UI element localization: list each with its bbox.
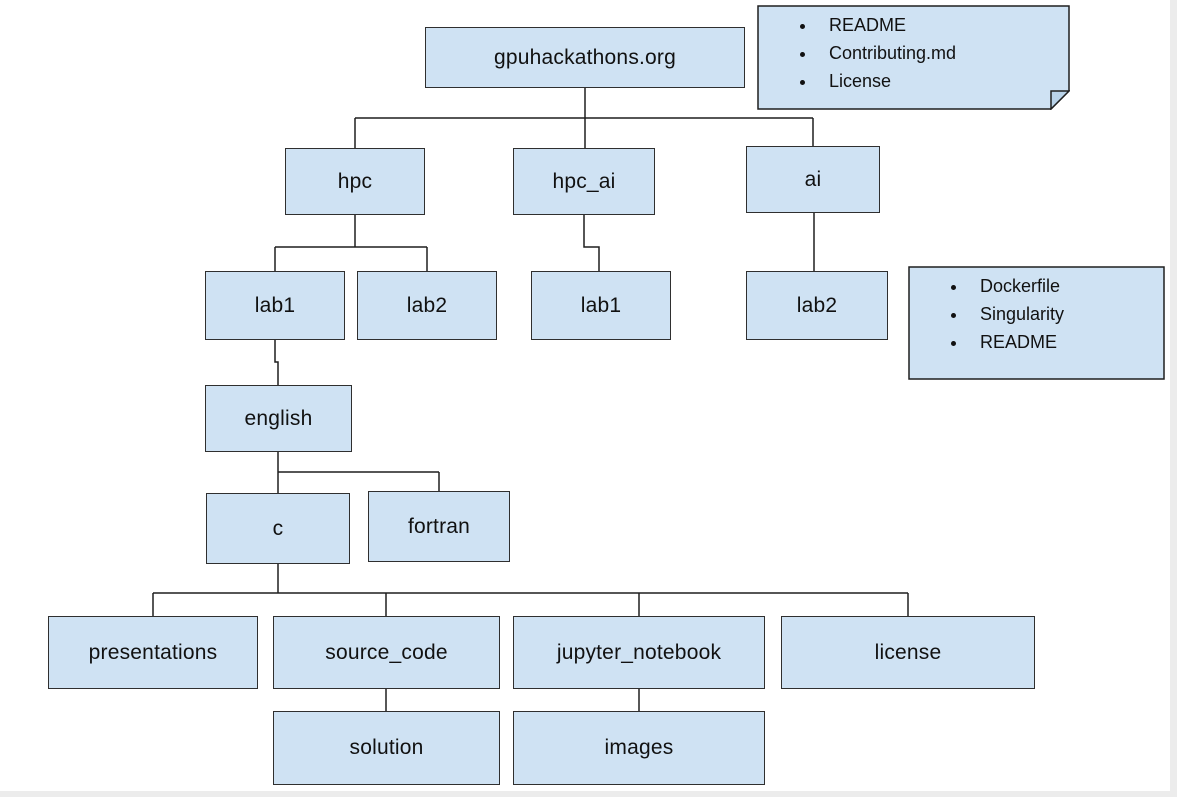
node-label: english	[244, 406, 313, 430]
node-label: presentations	[88, 640, 218, 664]
node-label: solution	[349, 736, 424, 759]
node-license: license	[781, 616, 1035, 689]
node-hpc-ai-lab1: lab1	[531, 271, 671, 340]
node-solution: solution	[273, 711, 500, 785]
note-item: Singularity	[968, 304, 1159, 325]
note-list: README Contributing.mdLicense	[757, 5, 1070, 92]
node-label: jupyter_notebook	[556, 640, 722, 664]
note-list: DockerfileSingularityREADME	[908, 266, 1165, 353]
node-label: lab1	[254, 293, 296, 317]
node-images: images	[513, 711, 765, 785]
node-label: ai	[804, 167, 822, 191]
node-label: license	[874, 640, 942, 664]
note-shape	[757, 5, 1070, 110]
note-lab-files: DockerfileSingularityREADME	[908, 266, 1165, 380]
node-ai: ai	[746, 146, 880, 213]
node-source-code: source_code	[273, 616, 500, 689]
node-english: english	[205, 385, 352, 452]
node-label: images	[604, 736, 674, 759]
connector-line	[583, 215, 600, 271]
node-fortran: fortran	[368, 491, 510, 562]
note-root-files: README Contributing.mdLicense	[757, 5, 1070, 110]
node-gpuhackathons-org: gpuhackathons.org	[425, 27, 745, 88]
node-jupyter-notebook: jupyter_notebook	[513, 616, 765, 689]
note-shape	[908, 266, 1165, 380]
node-label: hpc_ai	[552, 169, 616, 193]
node-label: fortran	[407, 514, 471, 538]
node-label: lab2	[796, 293, 838, 317]
note-item: Contributing.md	[817, 43, 1064, 64]
node-presentations: presentations	[48, 616, 258, 689]
connector-line	[274, 340, 279, 385]
node-hpc: hpc	[285, 148, 425, 215]
node-hpc-ai: hpc_ai	[513, 148, 655, 215]
node-label: source_code	[325, 640, 448, 664]
node-c: c	[206, 493, 350, 564]
node-ai-lab2: lab2	[746, 271, 888, 340]
note-folded-corner	[1050, 90, 1070, 110]
node-label: lab1	[580, 293, 622, 317]
node-hpc-lab1: lab1	[205, 271, 345, 340]
note-item: README	[817, 15, 1064, 36]
node-hpc-lab2: lab2	[357, 271, 497, 340]
note-item: License	[817, 71, 1064, 92]
node-label: lab2	[406, 293, 448, 317]
note-item: README	[968, 332, 1159, 353]
note-item: Dockerfile	[968, 276, 1159, 297]
node-label: gpuhackathons.org	[493, 45, 677, 69]
node-label: hpc	[337, 169, 373, 193]
node-label: c	[272, 516, 284, 540]
